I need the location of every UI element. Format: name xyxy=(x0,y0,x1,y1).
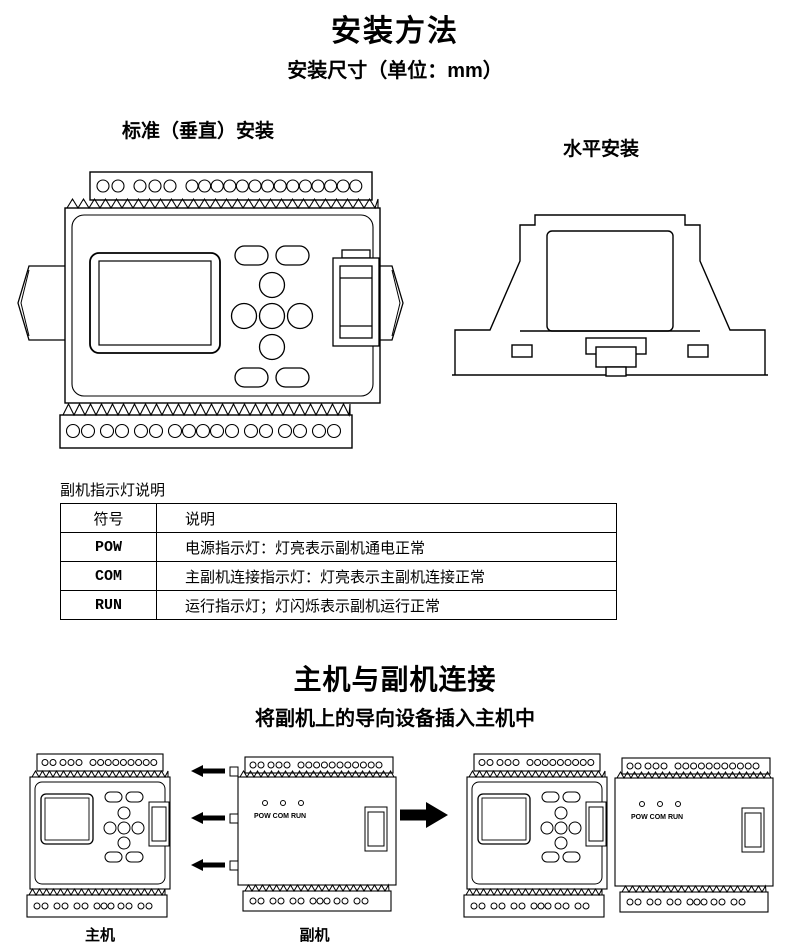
vertical-install-label: 标准（垂直）安装 xyxy=(122,121,275,142)
combined-sub-drawing xyxy=(614,757,774,913)
rail-clip-inner xyxy=(595,346,637,368)
left-arrow-icon xyxy=(191,812,225,824)
rail-clip-tab xyxy=(605,366,627,377)
right-foot xyxy=(687,344,709,358)
page-title: 安装方法 xyxy=(331,15,459,48)
screen xyxy=(89,252,221,354)
horizontal-install-label: 水平安装 xyxy=(563,139,640,160)
bottom-terminals xyxy=(65,423,342,439)
din-rail xyxy=(17,265,404,341)
guide-pins xyxy=(229,766,239,871)
connection-subtitle: 将副机上的导向设备插入主机中 xyxy=(255,708,535,730)
left-arrow-icon xyxy=(191,765,225,777)
symbol-cell: RUN xyxy=(60,590,157,620)
left-arrow-icon xyxy=(191,859,225,871)
insert-arrows xyxy=(191,765,225,871)
page-subtitle: 安装尺寸（单位：mm） xyxy=(287,60,503,82)
keypad xyxy=(230,245,314,388)
end-face xyxy=(546,230,674,332)
table-row: COM 主副机连接指示灯：灯亮表示主副机连接正常 xyxy=(60,561,617,591)
col-header-desc: 说明 xyxy=(156,503,617,533)
left-foot xyxy=(511,344,533,358)
combined-main-drawing xyxy=(463,753,608,918)
desc-cell: 主副机连接指示灯：灯亮表示主副机连接正常 xyxy=(156,561,617,591)
right-arrow-icon xyxy=(400,802,448,828)
desc-cell: 运行指示灯；灯闪烁表示副机运行正常 xyxy=(156,590,617,620)
table-row: RUN 运行指示灯；灯闪烁表示副机运行正常 xyxy=(60,590,617,620)
symbol-cell: COM xyxy=(60,561,157,591)
bottom-zigzag xyxy=(62,402,351,417)
desc-cell: 电源指示灯：灯亮表示副机通电正常 xyxy=(156,532,617,562)
symbol-cell: POW xyxy=(60,532,157,562)
horizontal-install-drawing xyxy=(452,214,768,377)
sub-unit-drawing xyxy=(229,756,397,912)
side-connector xyxy=(332,249,380,347)
sub-unit-label: 副机 xyxy=(299,928,330,944)
top-zigzag xyxy=(66,197,379,210)
table-row: POW 电源指示灯：灯亮表示副机通电正常 xyxy=(60,532,617,562)
table-header-row: 符号 说明 xyxy=(60,503,617,533)
top-terminals xyxy=(96,179,363,193)
main-unit-drawing xyxy=(26,753,171,918)
vertical-install-drawing xyxy=(17,171,404,449)
connection-title: 主机与副机连接 xyxy=(293,664,497,695)
main-unit-label: 主机 xyxy=(84,928,115,944)
profile-outline xyxy=(454,214,766,375)
merge-arrow xyxy=(400,802,448,828)
indicator-table-caption: 副机指示灯说明 xyxy=(60,482,166,499)
col-header-symbol: 符号 xyxy=(60,503,157,533)
indicator-table: 符号 说明 POW 电源指示灯：灯亮表示副机通电正常 COM 主副机连接指示灯：… xyxy=(60,503,617,620)
